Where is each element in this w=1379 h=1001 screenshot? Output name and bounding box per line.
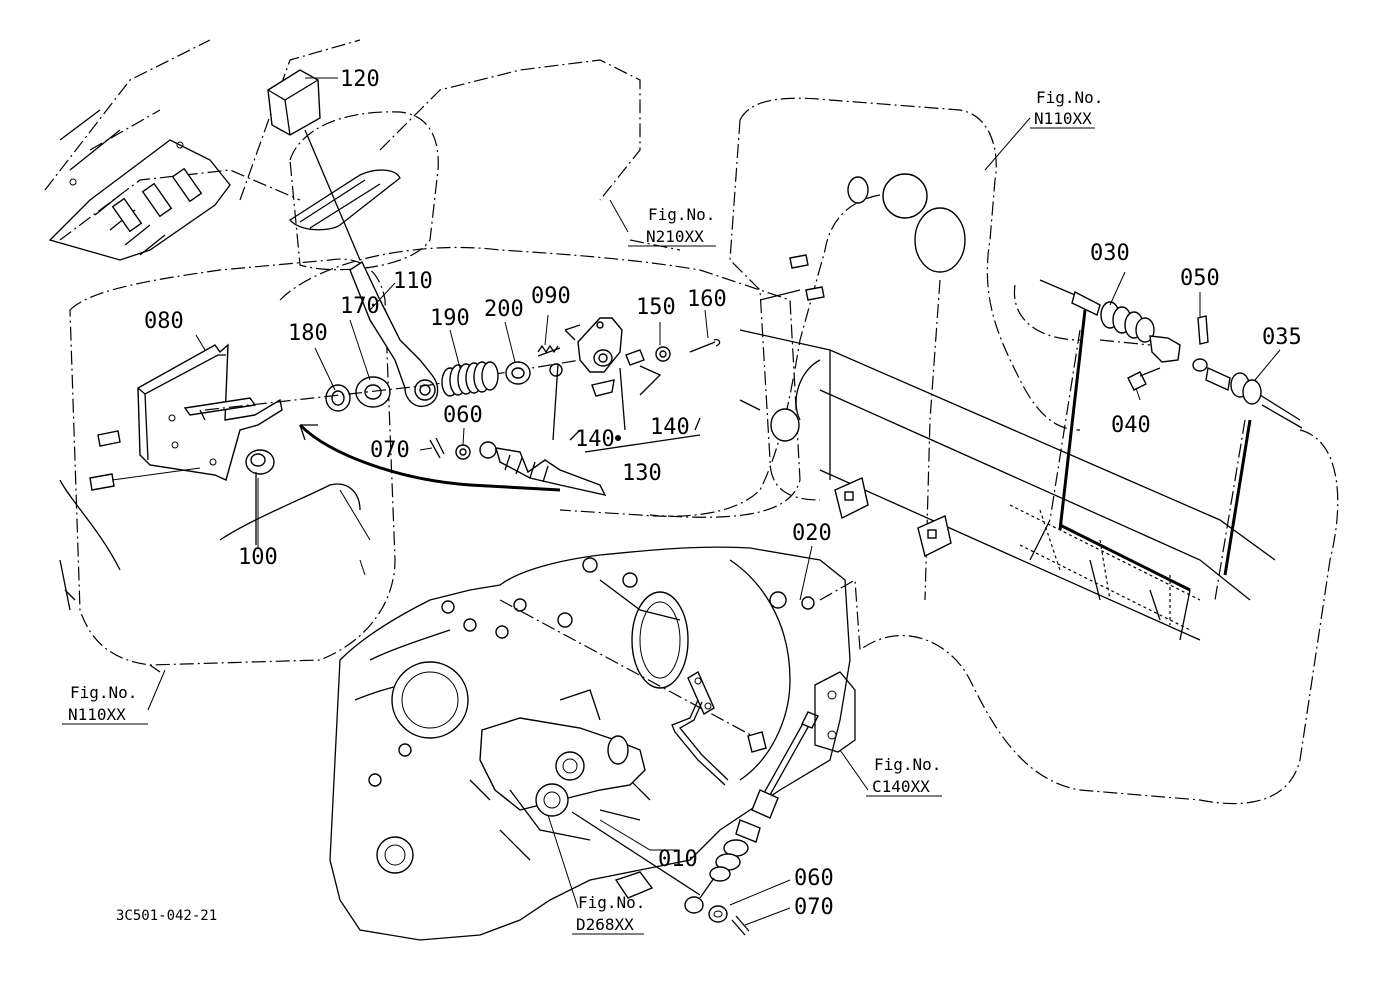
figure-ref-prefix: Fig.No. — [70, 683, 137, 702]
part-label: 080 — [144, 309, 184, 334]
left-panel-lower — [59, 479, 371, 611]
part-label: 070 — [794, 895, 834, 920]
figure-ref-n210xx: Fig.No. N210XX — [628, 205, 716, 247]
part-label: 030 — [1090, 241, 1130, 266]
part-label: 070 — [370, 438, 410, 463]
part-label: 035 — [1262, 325, 1302, 350]
drawing-code: 3C501-042-21 — [116, 908, 217, 924]
figure-ref-n110xx-top: Fig.No. N110XX — [1030, 88, 1103, 129]
cable-assembly-030-035 — [1039, 279, 1303, 576]
console-slot — [289, 169, 401, 231]
figure-ref-prefix: Fig.No. — [1036, 88, 1103, 107]
part-label: 100 — [238, 545, 278, 570]
spring-190 — [441, 361, 499, 397]
cable-arc — [298, 423, 561, 492]
figure-ref-prefix: Fig.No. — [648, 205, 715, 224]
part-label: 160 — [687, 287, 727, 312]
figure-ref-n110xx-bottom: Fig.No. N110XX — [62, 683, 148, 725]
pin-070-washer-060 — [429, 437, 471, 460]
part-label: 050 — [1180, 266, 1220, 291]
cable-020 — [684, 711, 819, 936]
part-label: 140 — [575, 427, 615, 452]
part-label: 170 — [340, 294, 380, 319]
part-label: 150 — [636, 295, 676, 320]
knob-120 — [267, 69, 361, 261]
part-label: 190 — [430, 306, 470, 331]
part-label: 090 — [531, 284, 571, 309]
figure-ref-prefix: Fig.No. — [874, 755, 941, 774]
bracket-c140 — [814, 671, 856, 753]
figure-ref-code: N110XX — [68, 705, 126, 724]
washers-180-170 — [204, 354, 611, 412]
console-body — [739, 173, 1276, 641]
part-label: 010 — [658, 847, 698, 872]
dashboard-panel — [48, 109, 231, 261]
figure-ref-code: C140XX — [872, 777, 930, 796]
part-label: 060 — [794, 866, 834, 891]
figure-ref-c140xx: Fig.No. C140XX — [866, 755, 942, 797]
lever-cable-end — [479, 441, 607, 497]
part-label: 180 — [288, 321, 328, 346]
part-label: 200 — [484, 297, 524, 322]
rod-010 — [671, 670, 767, 786]
figure-ref-prefix: Fig.No. — [578, 893, 645, 912]
part-labels: 120 110 170 180 080 190 200 090 150 160 … — [144, 67, 1302, 920]
part-label: 040 — [1111, 413, 1151, 438]
pivot-assembly-130 — [564, 317, 721, 453]
washer-200-spring-090 — [505, 344, 563, 441]
part-label: 130 — [622, 461, 662, 486]
figure-ref-code: D268XX — [576, 915, 634, 934]
engine-block — [329, 546, 851, 941]
figure-ref-code: N110XX — [1034, 109, 1092, 128]
bracket-080 — [137, 343, 283, 481]
figure-ref-d268xx: Fig.No. D268XX — [572, 893, 645, 935]
lever-110 — [349, 260, 439, 407]
part-label: 140 — [650, 415, 690, 440]
part-label: 060 — [443, 403, 483, 428]
part-label: 020 — [792, 521, 832, 546]
left-panel-bolts — [89, 430, 201, 491]
leader-lines — [147, 77, 1281, 926]
part-label: 110 — [393, 269, 433, 294]
part-label: 120 — [340, 67, 380, 92]
figure-ref-code: N210XX — [646, 227, 704, 246]
bushing-100 — [245, 449, 275, 545]
